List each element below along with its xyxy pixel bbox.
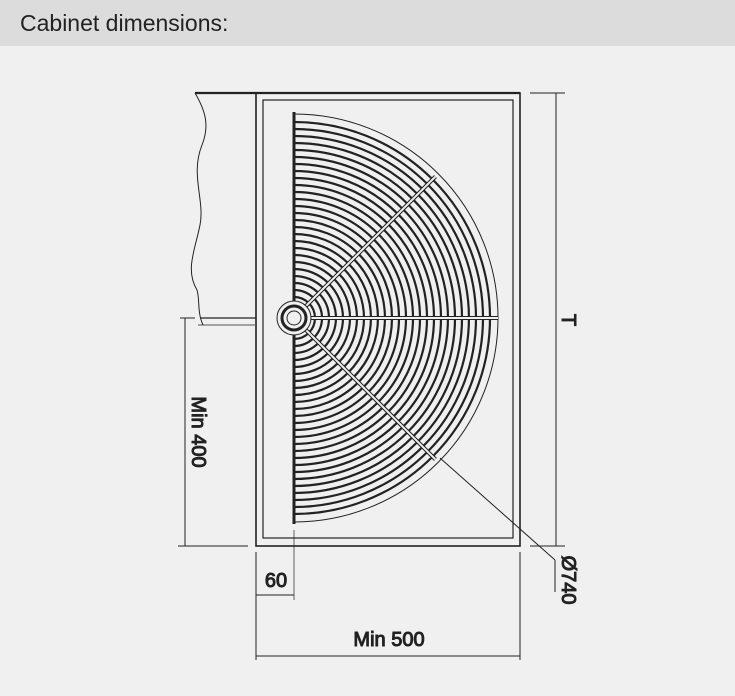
shelf-spoke-inner (303, 327, 437, 461)
section-title: Cabinet dimensions: (20, 10, 229, 36)
depth-label: T (557, 314, 579, 326)
carousel-shelf (276, 112, 499, 524)
offset-label: 60 (265, 570, 287, 592)
section-header: Cabinet dimensions: (0, 0, 735, 46)
shelf-spoke-inner (303, 175, 437, 309)
min-width-label: Min 500 (353, 629, 424, 651)
cabinet-outline (190, 91, 521, 547)
min-height-label: Min 400 (187, 396, 209, 467)
dimension-lines (178, 92, 565, 660)
hub-pole (286, 310, 302, 326)
diameter-label: Ø740 (557, 556, 579, 605)
hub-ring (280, 304, 308, 332)
